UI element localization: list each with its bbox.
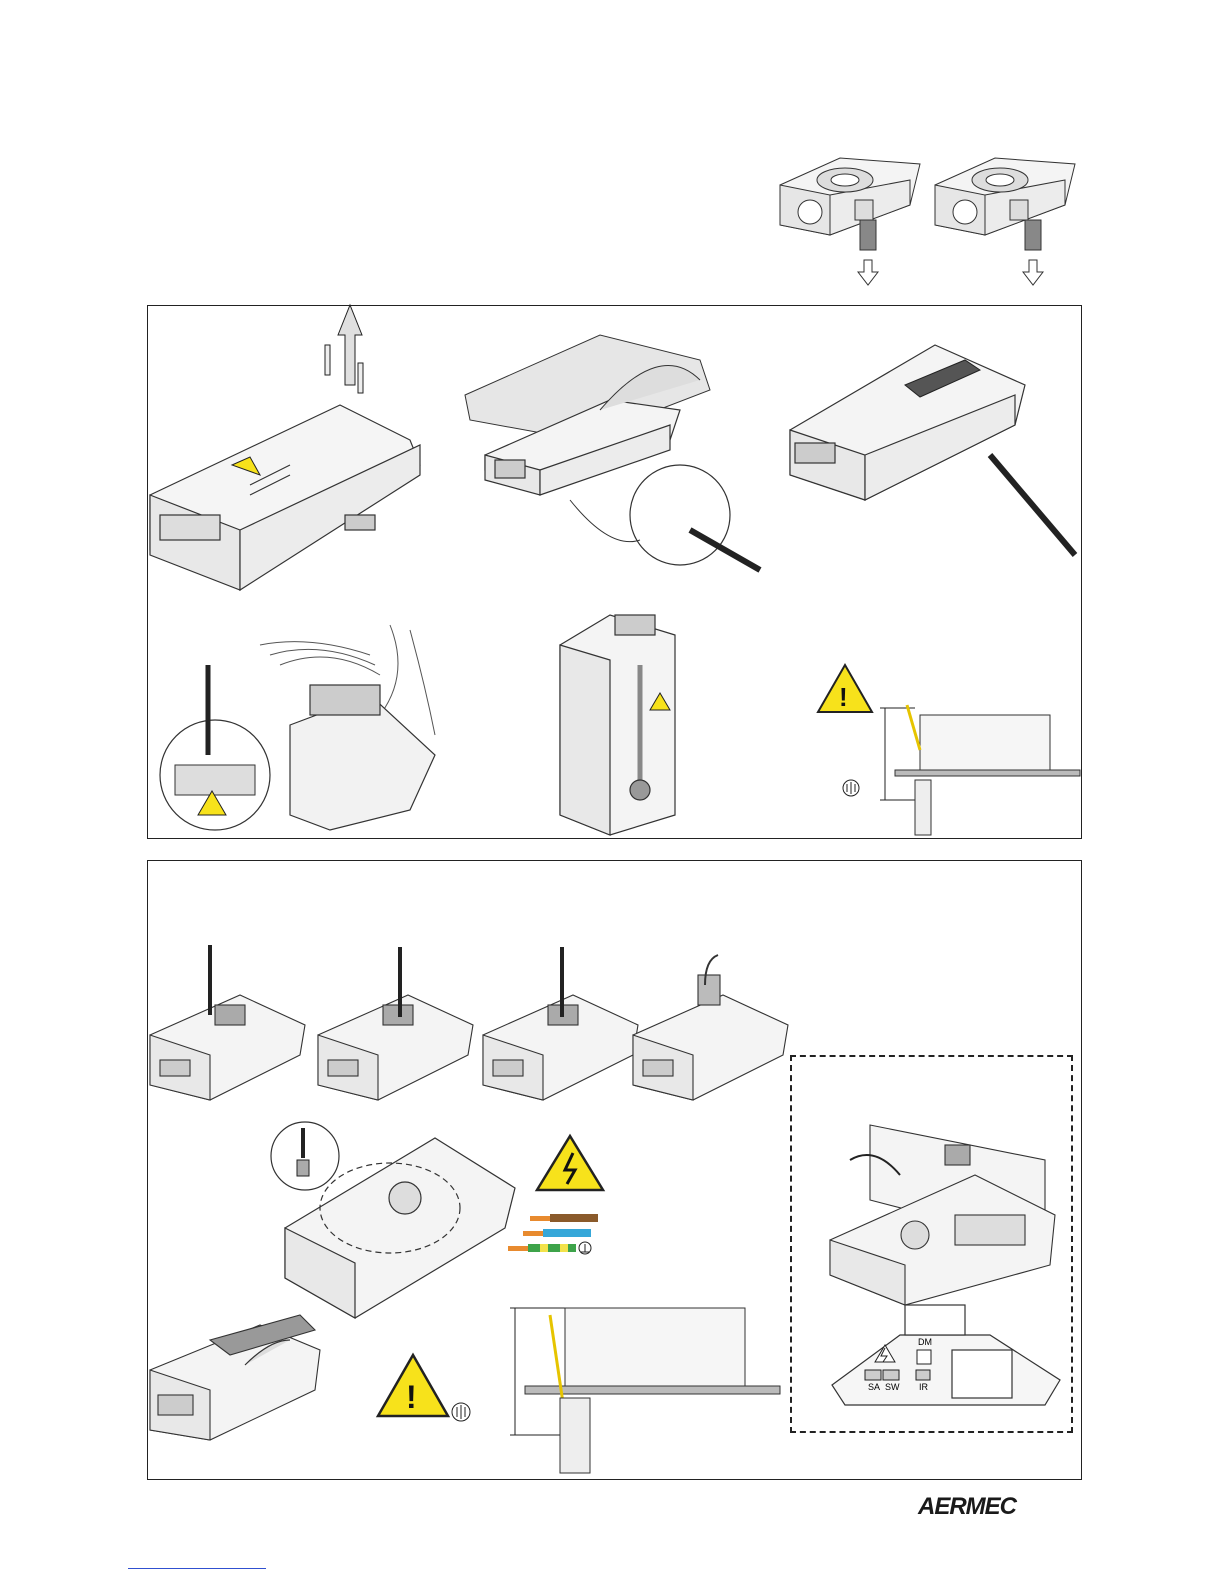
terminal-wiring-drawing <box>150 615 450 835</box>
step-vertical-install <box>550 605 690 840</box>
step-close-cover <box>150 1310 330 1480</box>
control-box-cover-drawing <box>150 305 450 595</box>
wire-colors-drawing <box>505 1128 615 1263</box>
cover-closing-drawing <box>150 1310 330 1480</box>
svg-text:!: ! <box>406 1379 417 1415</box>
earth-warning-drawing: ! <box>368 1350 478 1425</box>
mains-wiring-drawing <box>265 1118 525 1333</box>
section-view-panel-2 <box>505 1300 785 1480</box>
top-units-illustration <box>770 150 1090 300</box>
footer-rule <box>128 1568 266 1569</box>
step-open-box <box>785 325 1085 575</box>
section-view-drawing <box>505 1300 785 1480</box>
dm-label: DM <box>918 1337 932 1347</box>
earth-ground-icon <box>452 1403 470 1421</box>
ir-label: IR <box>919 1382 928 1392</box>
step-wire-terminals <box>150 615 450 835</box>
step-remove-screws <box>150 305 450 595</box>
terminal-panel: DM SA SW IR <box>830 1305 1065 1425</box>
earth-ground-icon <box>843 780 859 796</box>
earth-section-drawing: ! <box>815 660 1080 840</box>
high-voltage-triangle-icon <box>537 1136 603 1190</box>
steps-open-terminal-cover <box>150 935 800 1110</box>
sw-label: SW <box>885 1382 900 1392</box>
step-open-cover <box>460 320 770 580</box>
sa-label: SA <box>868 1382 880 1392</box>
step-earth-connection: ! <box>815 660 1080 840</box>
electric-warning-wires <box>505 1128 615 1263</box>
earth-warning-panel-2: ! <box>368 1350 478 1425</box>
control-board-drawing <box>825 1115 1065 1310</box>
open-box-drawing <box>785 325 1085 575</box>
cover-opening-drawing <box>460 320 770 580</box>
terminal-panel-drawing <box>830 1305 1065 1425</box>
screwdriver-icon <box>990 455 1075 555</box>
step-mains-wiring <box>265 1118 525 1333</box>
earth-ground-icon <box>579 1242 591 1254</box>
detail-zoom-circle <box>630 465 730 565</box>
terminal-cover-sequence-drawing <box>150 935 800 1110</box>
svg-text:!: ! <box>839 682 848 712</box>
vertical-unit-drawing <box>550 605 690 840</box>
open-control-board <box>825 1115 1065 1310</box>
fan-coil-units-drawing <box>770 150 1090 300</box>
brand-logo: AERMEC <box>918 1493 1016 1521</box>
